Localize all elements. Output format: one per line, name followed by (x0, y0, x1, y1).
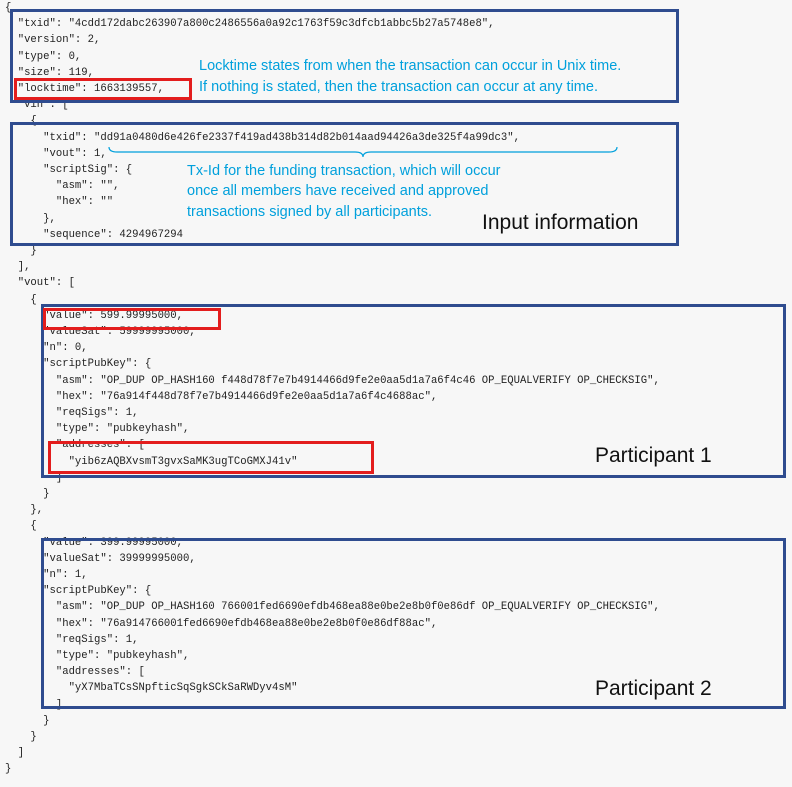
txid-note-line2: once all members have received and appro… (187, 183, 489, 199)
code-line: { (5, 520, 37, 533)
code-line: "scriptPubKey": { (5, 585, 152, 598)
participant-1-label: Participant 1 (595, 444, 712, 467)
code-line: "yX7MbaTCsSNpfticSqSgkSCkSaRWDyv4sM" (5, 682, 298, 695)
locktime-highlight (14, 78, 192, 100)
code-line: "value": 599.99995000, (5, 309, 184, 322)
code-line: } (5, 714, 50, 727)
locktime-note-line1: Locktime states from when the transactio… (199, 58, 622, 74)
input-information-label: Input information (482, 211, 639, 234)
code-line: "valueSat": 39999995000, (5, 552, 196, 565)
code-line: "asm": "OP_DUP OP_HASH160 f448d78f7e7b49… (5, 374, 660, 387)
code-line: "vout": 1, (5, 147, 107, 160)
locktime-note-line2: If nothing is stated, then the transacti… (199, 79, 598, 95)
code-line: "txid": "dd91a0480d6e426fe2337f419ad438b… (5, 131, 520, 144)
value-highlight (43, 308, 221, 330)
code-line: "addresses": [ (5, 666, 145, 679)
code-line: "hex": "76a914f448d78f7e7b4914466d9fe2e0… (5, 390, 438, 403)
txid-note-line1: Tx-Id for the funding transaction, which… (187, 163, 501, 179)
participant-1-box (41, 304, 786, 478)
code-line: }, (5, 212, 56, 225)
code-line: "txid": "4cdd172dabc263907a800c2486556a0… (5, 18, 495, 31)
code-line: }, (5, 504, 44, 517)
code-line: } (5, 488, 50, 500)
participant-2-label: Participant 2 (595, 677, 712, 700)
code-line: { (5, 2, 12, 14)
code-line: "scriptSig": { (5, 164, 133, 176)
code-line: "hex": "" (5, 196, 114, 209)
code-line: "version": 2, (5, 34, 101, 47)
code-line: } (5, 763, 12, 776)
code-line: ], (5, 261, 31, 274)
code-line: } (5, 731, 37, 743)
code-line: "type": "pubkeyhash", (5, 423, 190, 436)
code-line: "locktime": 1663139557, (5, 83, 164, 95)
code-line: "sequence": 4294967294 (5, 228, 184, 241)
participant-2-box (41, 538, 786, 709)
code-line: "vout": [ (5, 277, 75, 290)
header-box (10, 9, 679, 103)
code-line: ] (5, 747, 25, 760)
code-line: "size": 119, (5, 66, 95, 79)
input-information-box (10, 122, 679, 246)
code-line: "asm": "OP_DUP OP_HASH160 766001fed6690e… (5, 601, 660, 614)
code-line: "type": 0, (5, 50, 82, 63)
code-line: { (5, 115, 37, 128)
code-line: "yib6zAQBXvsmT3gvxSaMK3ugTCoGMXJ41v" (5, 455, 298, 468)
code-line: ] (5, 698, 63, 711)
txid-note-line3: transactions signed by all participants. (187, 204, 433, 220)
txid-brace-icon (108, 146, 618, 158)
code-line: "reqSigs": 1, (5, 633, 139, 646)
code-line: "n": 0, (5, 342, 88, 355)
code-line: { (5, 293, 37, 306)
code-line: "reqSigs": 1, (5, 407, 139, 419)
code-line: "hex": "76a914766001fed6690efdb468ea88e0… (5, 617, 438, 630)
code-line: } (5, 245, 37, 257)
code-line: "asm": "", (5, 180, 120, 193)
code-line: "scriptPubKey": { (5, 358, 152, 371)
address-highlight (48, 441, 374, 474)
code-line: "n": 1, (5, 569, 88, 581)
code-line: "type": "pubkeyhash", (5, 650, 190, 662)
